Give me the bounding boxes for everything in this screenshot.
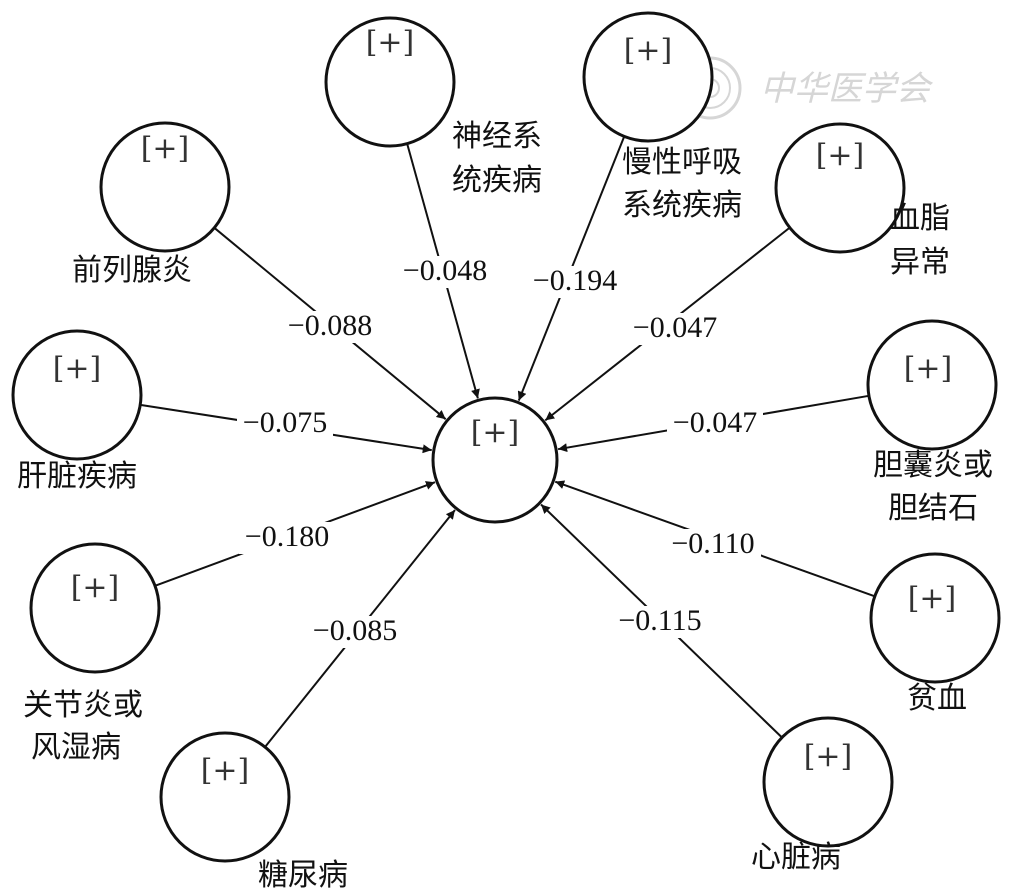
node-circle-arthritis[interactable]	[29, 542, 161, 674]
node-label-respiratory-1: 慢性呼吸	[622, 145, 742, 180]
node-circle-gallbladder[interactable]	[866, 319, 998, 451]
weight-bg-dyslipidemia	[627, 313, 723, 345]
weight-neuro: −0.048	[397, 254, 493, 288]
weight-label-heart: −0.115	[618, 604, 701, 637]
node-label-gallbladder-2: 胆结石	[888, 491, 978, 526]
node-circle-prostatitis[interactable]	[99, 121, 231, 253]
node-label-arthritis-1: 关节炎或	[23, 688, 143, 723]
weight-prostatitis: −0.088	[282, 309, 378, 343]
node-symbol-gallbladder: [+]	[904, 351, 953, 386]
weight-gallbladder: −0.047	[667, 406, 763, 440]
node-circle-diabetes[interactable]	[159, 731, 291, 863]
weight-label-prostatitis: −0.088	[288, 309, 372, 342]
watermark-text: 中华医学会	[760, 69, 934, 109]
node-symbol-heart: [+]	[804, 739, 853, 774]
node-label-gallbladder-1: 胆囊炎或	[873, 448, 993, 483]
weight-bg-diabetes	[307, 616, 403, 648]
weight-heart: −0.115	[612, 604, 708, 638]
weight-bg-anemia	[665, 529, 761, 561]
center-node-symbol: [+]	[471, 415, 520, 450]
node-symbol-diabetes: [+]	[201, 753, 250, 788]
weight-bg-gallbladder	[667, 408, 763, 440]
weight-respiratory: −0.194	[527, 264, 623, 298]
weight-label-arthritis: −0.180	[245, 520, 329, 553]
node-label-dyslipidemia-1: 血脂	[890, 201, 950, 236]
node-circle-heart[interactable]	[762, 716, 894, 848]
node-circle-respiratory[interactable]	[582, 11, 714, 143]
node-liver[interactable]: [+] 肝脏疾病	[11, 329, 143, 494]
node-circle-liver[interactable]	[11, 329, 143, 461]
node-label-heart: 心脏病	[751, 840, 841, 875]
node-symbol-prostatitis: [+]	[141, 131, 190, 166]
weight-liver: −0.075	[237, 406, 333, 440]
weight-label-diabetes: −0.085	[313, 614, 397, 647]
weight-label-neuro: −0.048	[403, 254, 487, 287]
weight-label-liver: −0.075	[243, 406, 327, 439]
node-symbol-anemia: [+]	[908, 581, 957, 616]
node-symbol-arthritis: [+]	[71, 570, 120, 605]
node-label-neuro-2: 统疾病	[452, 163, 542, 198]
node-symbol-respiratory: [+]	[624, 33, 673, 68]
node-label-neuro-1: 神经系	[452, 119, 542, 154]
node-circle-dyslipidemia[interactable]	[774, 122, 906, 254]
node-label-liver: 肝脏疾病	[17, 459, 137, 494]
node-circle-anemia[interactable]	[869, 552, 1001, 684]
weight-bg-respiratory	[527, 266, 623, 298]
weight-bg-liver	[237, 408, 333, 440]
node-label-dyslipidemia-2: 异常	[890, 245, 950, 280]
weight-bg-heart	[612, 606, 708, 638]
node-anemia[interactable]: [+] 贫血	[869, 552, 1001, 716]
edge-weights: −0.088 −0.048 −0.194 −0.047 −0.047 −0.110 −0.1…	[237, 254, 763, 648]
node-label-arthritis-2: 风湿病	[31, 730, 121, 765]
node-label-anemia: 贫血	[907, 681, 967, 716]
weight-label-dyslipidemia: −0.047	[633, 311, 717, 344]
node-heart[interactable]: [+] 心脏病	[751, 716, 894, 875]
node-diabetes[interactable]: [+] 糖尿病	[159, 731, 348, 893]
node-symbol-neuro: [+]	[366, 25, 415, 60]
node-label-prostatitis: 前列腺炎	[72, 253, 192, 288]
node-symbol-dyslipidemia: [+]	[816, 138, 865, 173]
node-circle-neuro[interactable]	[324, 16, 456, 148]
weight-bg-neuro	[397, 256, 493, 288]
node-label-diabetes: 糖尿病	[258, 858, 348, 893]
watermark: 中华医学会	[678, 56, 934, 120]
weight-bg-arthritis	[239, 522, 335, 554]
weight-dyslipidemia: −0.047	[627, 311, 723, 345]
weight-bg-prostatitis	[282, 311, 378, 343]
node-label-respiratory-2: 系统疾病	[622, 188, 742, 223]
weight-arthritis: −0.180	[239, 520, 335, 554]
weight-label-respiratory: −0.194	[533, 264, 617, 297]
weight-label-gallbladder: −0.047	[673, 406, 757, 439]
node-symbol-liver: [+]	[53, 351, 102, 386]
node-prostatitis[interactable]: [+] 前列腺炎	[72, 121, 231, 288]
weight-diabetes: −0.085	[307, 614, 403, 648]
weight-label-anemia: −0.110	[671, 527, 754, 560]
weight-anemia: −0.110	[665, 527, 761, 561]
center-node-circle[interactable]	[431, 396, 559, 524]
center-node[interactable]: [+]	[431, 396, 559, 524]
